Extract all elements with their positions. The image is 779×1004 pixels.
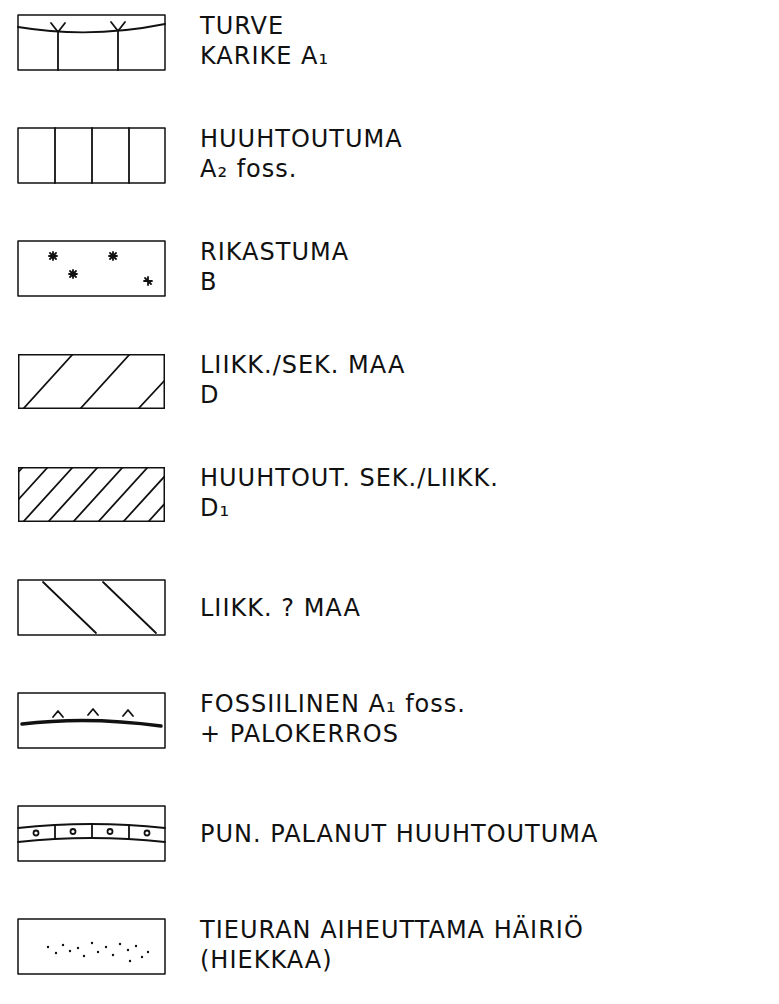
- legend-text: TIEURAN AIHEUTTAMA HÄIRIÖ (HIEKKAA): [200, 915, 588, 975]
- swatch-stroke: [69, 950, 71, 952]
- swatch-stroke: [144, 277, 152, 285]
- peat-swatch: [18, 15, 165, 70]
- swatch-stroke: [145, 831, 150, 836]
- swatch-stroke: [69, 270, 77, 278]
- swatch-stroke: [0, 15, 198, 974]
- swatch-stroke: [23, 354, 165, 409]
- swatch-stroke: [127, 949, 129, 951]
- swatch-stroke: [111, 22, 125, 70]
- swatch-stroke: [97, 951, 99, 953]
- swatch-stroke: [51, 23, 65, 70]
- swatch-stroke: [18, 580, 165, 635]
- swatch-stroke: [18, 128, 165, 183]
- swatch-stroke: [49, 252, 57, 260]
- swatch-stroke: [77, 947, 79, 949]
- swatch-stroke: [18, 24, 165, 32]
- swatch-stroke: [18, 467, 165, 522]
- swatch-stroke: [53, 709, 133, 717]
- sand-disturbance-swatch: [18, 919, 165, 974]
- swatch-stroke: [55, 952, 57, 954]
- legend-text: FOSSIILINEN A₁ foss. + PALOKERROS: [200, 689, 470, 749]
- legend-text: PUN. PALANUT HUUHTOUTUMA: [200, 819, 598, 849]
- swatch-stroke: [91, 942, 93, 944]
- swatch-stroke: [34, 831, 39, 836]
- swatch-stroke: [18, 241, 165, 296]
- swatch-stroke: [18, 693, 165, 748]
- swatch-stroke: [135, 945, 137, 947]
- swatch-stroke: [18, 806, 165, 861]
- swatch-stroke: [129, 960, 131, 962]
- swatch-stroke: [71, 829, 76, 834]
- swatch-stroke: [109, 252, 117, 260]
- fossil-horizon-swatch: [18, 693, 165, 748]
- swatch-stroke: [43, 582, 156, 633]
- legend-text: HUUHTOUT. SEK./LIIKK. D₁: [200, 463, 503, 523]
- swatch-stroke: [147, 951, 149, 953]
- swatch-stroke: [62, 944, 64, 946]
- legend-text: LIIKK./SEK. MAA D: [200, 350, 409, 410]
- burnt-eluvial-swatch: [18, 806, 165, 861]
- swatch-stroke: [18, 919, 165, 974]
- swatch-stroke: [55, 824, 129, 839]
- swatch-stroke: [112, 954, 114, 956]
- legend-text: TURVE KARIKE A₁: [200, 11, 333, 71]
- legend-text: LIIKK. ? MAA: [200, 593, 361, 623]
- uncertain-soil-swatch: [18, 580, 165, 635]
- swatch-stroke: [22, 720, 161, 726]
- eluviated-sediment-swatch: [18, 467, 165, 522]
- swatch-stroke: [108, 829, 113, 834]
- eluvial-swatch: [18, 128, 165, 183]
- swatch-stroke: [141, 956, 143, 958]
- swatch-stroke: [18, 15, 165, 70]
- illuvial-swatch: [18, 241, 165, 296]
- legend-text: HUUHTOUTUMA A₂ foss.: [200, 124, 407, 184]
- swatch-stroke: [18, 354, 165, 409]
- swatch-stroke: [105, 946, 107, 948]
- legend-text: RIKASTUMA B: [200, 237, 353, 297]
- swatch-stroke: [47, 942, 149, 962]
- swatch-stroke: [47, 946, 49, 948]
- swatch-stroke: [55, 128, 129, 183]
- swatch-stroke: [119, 943, 121, 945]
- swatch-stroke: [83, 955, 85, 957]
- sediment-swatch: [18, 354, 165, 409]
